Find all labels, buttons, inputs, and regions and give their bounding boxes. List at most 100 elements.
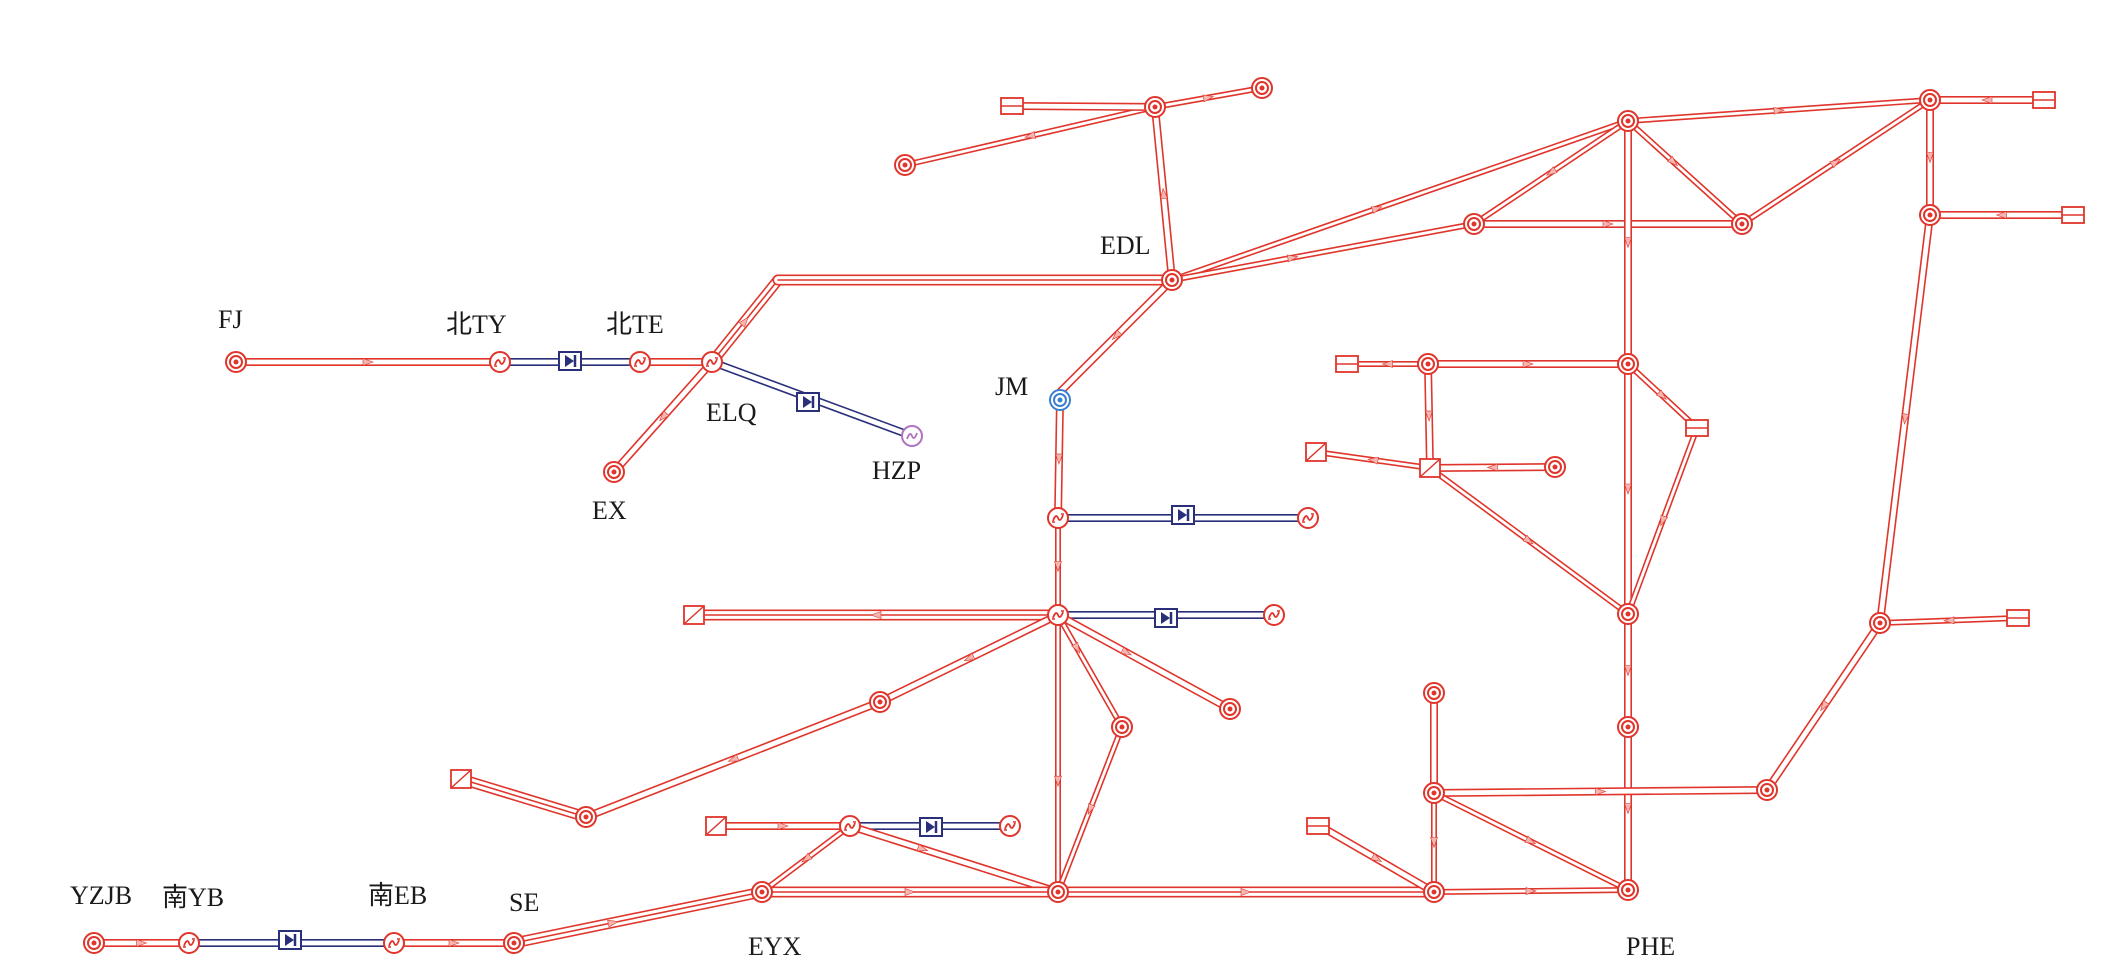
station-edl-north[interactable]	[1144, 96, 1166, 118]
station-labels: FJ 北TY 北TE ELQ EX HZP EDL JM YZJB 南YB 南E…	[70, 231, 1675, 961]
ac-line	[1169, 221, 1477, 283]
line-gap	[1170, 222, 1476, 282]
converter-jb-east[interactable]	[1263, 604, 1285, 626]
station-h4[interactable]	[1756, 779, 1778, 801]
flow-arrow-icon	[1286, 254, 1299, 263]
label-yzjb: YZJB	[70, 881, 132, 910]
converter-hzp[interactable]	[901, 425, 923, 447]
flow-arrow-icon	[870, 611, 882, 619]
flow-arrow-icon	[1381, 360, 1393, 368]
converter-jb[interactable]	[1047, 604, 1069, 626]
station-h3[interactable]	[1423, 682, 1445, 704]
dc-valve-icon[interactable]	[557, 350, 583, 372]
ac-line	[1008, 102, 1159, 111]
flow-arrow-icon	[1522, 360, 1534, 368]
station-fj[interactable]	[225, 351, 247, 373]
transformer-box-icon[interactable]	[705, 816, 727, 836]
label-se: SE	[509, 888, 539, 917]
station-p4[interactable]	[1731, 213, 1753, 235]
label-fj: FJ	[218, 305, 243, 334]
flow-arrow-icon	[1624, 483, 1632, 495]
station-p1[interactable]	[1617, 110, 1639, 132]
station-r1[interactable]	[1869, 612, 1891, 634]
generator-box-icon[interactable]	[2006, 609, 2030, 627]
flow-arrow-icon	[1367, 456, 1379, 465]
transformer-box-icon[interactable]	[1419, 458, 1441, 478]
flow-arrow-icon	[1054, 561, 1062, 573]
station-p3[interactable]	[1919, 204, 1941, 226]
station-c2-east[interactable]	[1544, 456, 1566, 478]
station-ex[interactable]	[603, 461, 625, 483]
label-jm: JM	[995, 372, 1028, 401]
station-p2[interactable]	[1919, 89, 1941, 111]
converter-nan-eb[interactable]	[383, 932, 405, 954]
generator-box-icon[interactable]	[1685, 419, 1709, 437]
station-w1[interactable]	[869, 691, 891, 713]
label-phe: PHE	[1626, 932, 1675, 961]
dc-valve-icon[interactable]	[277, 929, 303, 951]
station-d2[interactable]	[1617, 716, 1639, 738]
station-c1[interactable]	[1617, 353, 1639, 375]
converter-bei-ty[interactable]	[489, 351, 511, 373]
converter-e2-east[interactable]	[999, 815, 1021, 837]
station-p5[interactable]	[1463, 213, 1485, 235]
generator-box-icon[interactable]	[2061, 206, 2085, 224]
station-jm[interactable]	[1049, 389, 1071, 411]
flow-arrow-icon	[1773, 106, 1785, 115]
station-se[interactable]	[503, 932, 525, 954]
station-n1[interactable]	[1111, 716, 1133, 738]
generator-box-icon[interactable]	[1335, 355, 1359, 373]
transformer-box-icon[interactable]	[1305, 442, 1327, 462]
label-ex: EX	[592, 496, 627, 525]
station-w2[interactable]	[575, 806, 597, 828]
generator-box-icon[interactable]	[1000, 97, 1024, 115]
label-nan-eb: 南EB	[368, 881, 427, 910]
flow-arrow-icon	[904, 888, 916, 896]
converter-bei-te[interactable]	[629, 351, 651, 373]
generator-box-icon[interactable]	[2032, 91, 2056, 109]
station-h1[interactable]	[1423, 881, 1445, 903]
station-edl-nw[interactable]	[894, 154, 916, 176]
dc-valve-icon[interactable]	[795, 391, 821, 413]
flow-arrow-icon	[1160, 187, 1168, 200]
flow-arrow-icon	[1624, 665, 1632, 677]
line-gap	[1056, 613, 1124, 729]
station-yzjb[interactable]	[83, 932, 105, 954]
converter-ja-east[interactable]	[1297, 507, 1319, 529]
generator-box-icon[interactable]	[1306, 817, 1330, 835]
station-edl[interactable]	[1161, 269, 1183, 291]
flow-arrow-icon	[362, 358, 374, 366]
flow-arrow-icon	[1055, 453, 1064, 465]
ac-line	[1055, 612, 1125, 730]
station-h2[interactable]	[1423, 782, 1445, 804]
station-edl-ne[interactable]	[1251, 77, 1273, 99]
station-eyx[interactable]	[751, 881, 773, 903]
line-gap	[1626, 119, 1744, 226]
station-d1[interactable]	[1617, 603, 1639, 625]
station-n2[interactable]	[1219, 698, 1241, 720]
flow-arrow-icon	[1624, 237, 1632, 249]
transformer-box-icon[interactable]	[683, 605, 705, 625]
dc-valve-icon[interactable]	[1153, 607, 1179, 629]
flow-arrow-icon	[1525, 887, 1537, 895]
converter-elq[interactable]	[701, 351, 723, 373]
converter-ja[interactable]	[1047, 507, 1069, 529]
dc-valve-icon[interactable]	[918, 816, 944, 838]
flow-arrows	[136, 94, 2007, 947]
station-eyx-east[interactable]	[1047, 881, 1069, 903]
dc-valve-icon[interactable]	[1170, 504, 1196, 526]
flow-arrow-icon	[136, 939, 148, 947]
flow-arrow-icon	[1024, 130, 1037, 139]
station-phe[interactable]	[1617, 879, 1639, 901]
flow-arrow-icon	[1524, 835, 1537, 845]
flow-arrow-icon	[659, 410, 670, 422]
ac-line	[846, 822, 1062, 896]
converter-e2[interactable]	[839, 815, 861, 837]
converter-nan-yb[interactable]	[178, 932, 200, 954]
transformer-box-icon[interactable]	[450, 769, 472, 789]
flow-arrow-icon	[1071, 642, 1081, 654]
line-gap	[1009, 103, 1158, 110]
label-eyx: EYX	[748, 932, 802, 961]
flow-arrow-icon	[727, 753, 740, 762]
station-c1-west[interactable]	[1417, 353, 1439, 375]
